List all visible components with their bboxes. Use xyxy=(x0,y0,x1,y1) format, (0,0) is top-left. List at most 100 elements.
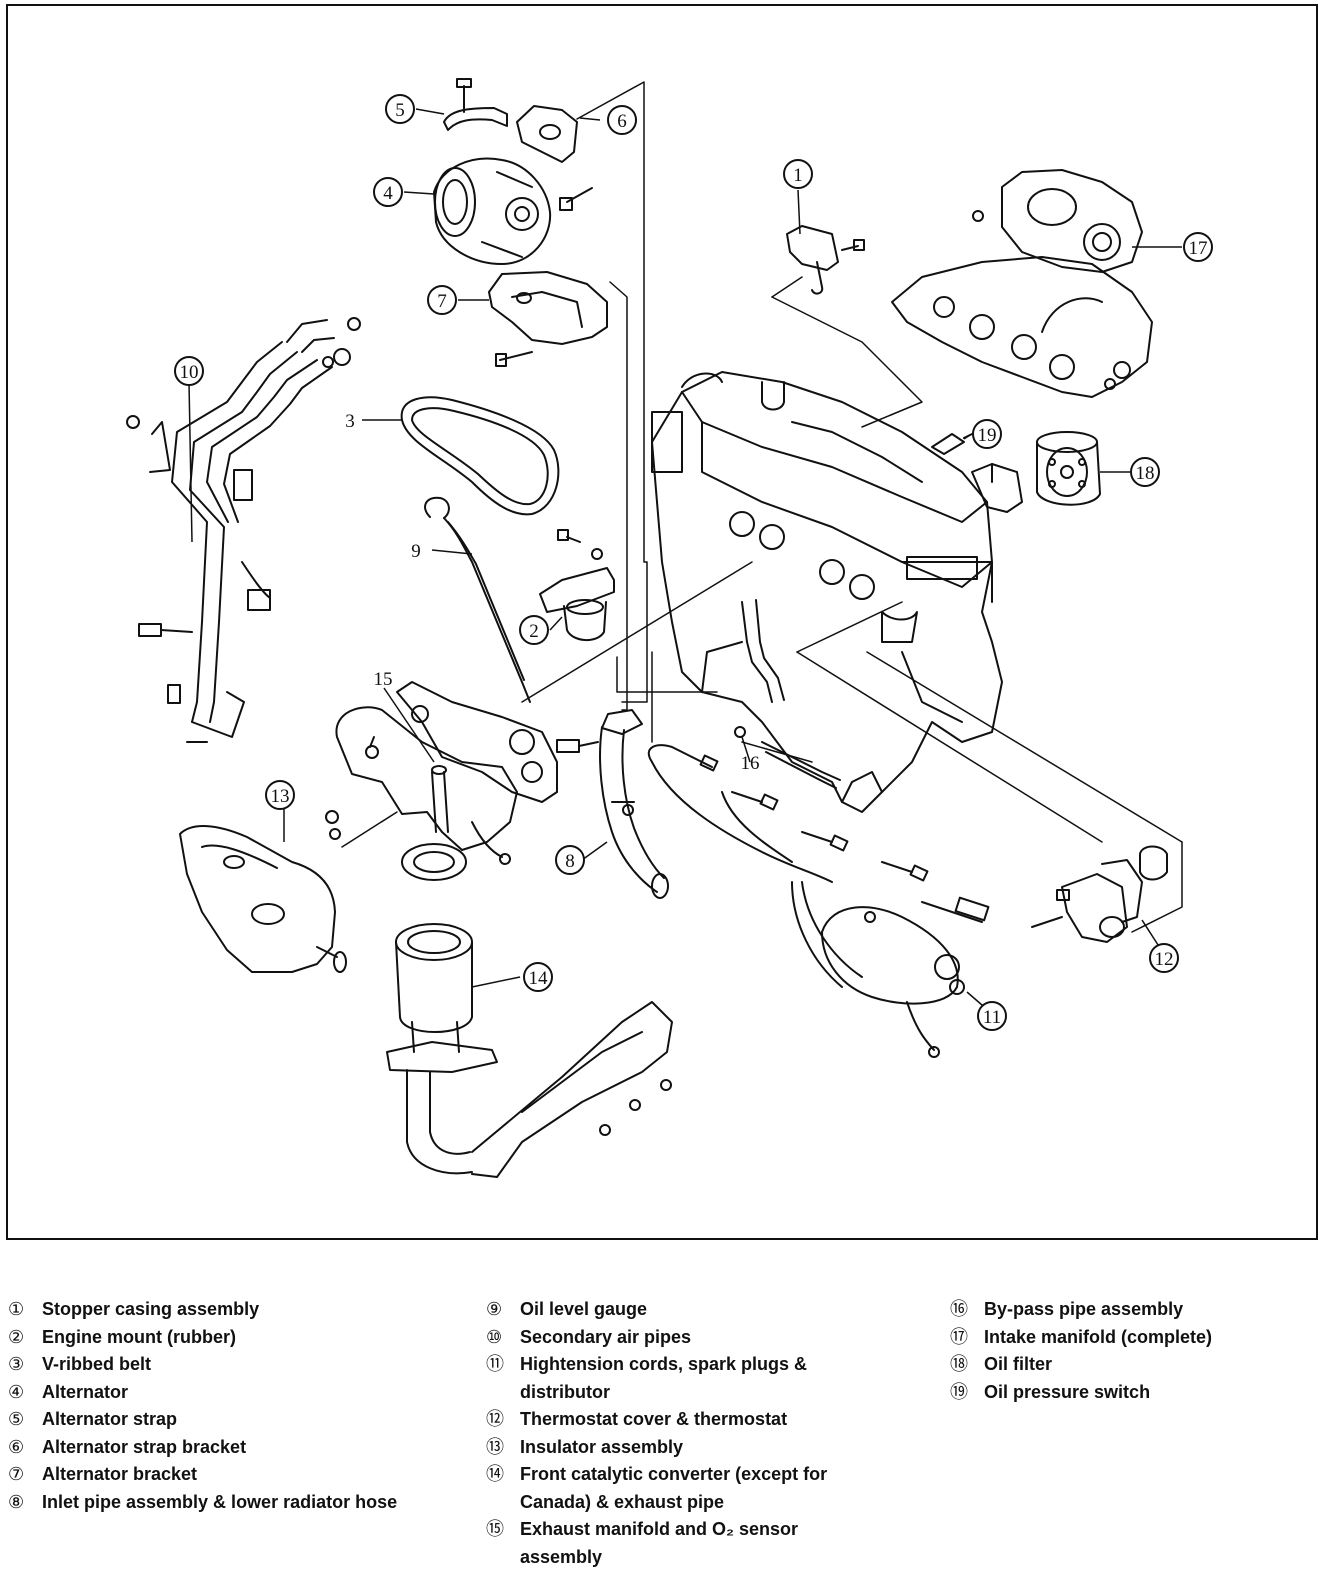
callout-number: 3 xyxy=(345,411,355,432)
callout-number: 15 xyxy=(374,669,393,690)
insulator-assembly xyxy=(179,825,347,973)
callout-11: 11 xyxy=(977,1001,1007,1031)
callout-number: 17 xyxy=(1189,238,1208,259)
legend-number: ⑧ xyxy=(8,1491,25,1512)
legend-number: ⑬ xyxy=(486,1436,504,1457)
callout-circle xyxy=(977,1001,1007,1031)
alternator-bracket xyxy=(488,271,608,367)
callout-circle xyxy=(265,780,295,810)
legend-number: ⑩ xyxy=(486,1326,503,1347)
callout-number: 11 xyxy=(983,1007,1001,1028)
legend-number: ② xyxy=(8,1326,25,1347)
callout-12: 12 xyxy=(1149,943,1179,973)
intake-manifold xyxy=(891,169,1153,398)
callout-4: 4 xyxy=(373,177,403,207)
callout-circle xyxy=(523,962,553,992)
callout-circle xyxy=(427,285,457,315)
legend-item: ⑰ Intake manifold (complete) xyxy=(950,1324,1320,1352)
callout-circle xyxy=(607,105,637,135)
oil-level-gauge xyxy=(424,496,531,703)
callout-number: 8 xyxy=(565,851,575,872)
callout-2: 2 xyxy=(519,615,549,645)
legend-label: Alternator xyxy=(42,1381,129,1402)
alternator-strap-bracket xyxy=(516,105,593,211)
callout-circle xyxy=(972,419,1002,449)
callout-3: 3 xyxy=(345,411,355,432)
callout-circle xyxy=(1149,943,1179,973)
alternator-strap xyxy=(443,78,508,131)
callout-13: 13 xyxy=(265,780,295,810)
callout-number: 13 xyxy=(271,786,290,807)
v-ribbed-belt xyxy=(400,396,560,516)
legend-number: ⑥ xyxy=(8,1436,25,1457)
by-pass-pipe xyxy=(734,599,841,789)
callout-circle xyxy=(1183,232,1213,262)
legend-number: ③ xyxy=(8,1354,25,1374)
legend-item: ⑥ Alternator strap bracket xyxy=(8,1434,408,1462)
callout-7: 7 xyxy=(427,285,457,315)
callout-circle xyxy=(174,356,204,386)
callout-number: 10 xyxy=(180,362,199,383)
guide-lines xyxy=(341,81,1183,933)
engine-water-outlet xyxy=(971,463,1023,513)
callout-15: 15 xyxy=(374,669,393,690)
callout-1: 1 xyxy=(783,159,813,189)
legend-number: ⑨ xyxy=(486,1299,503,1319)
legend-number: ⑪ xyxy=(486,1354,504,1374)
callout-9: 9 xyxy=(411,541,421,562)
callout-8: 8 xyxy=(555,845,585,875)
legend-label: Exhaust manifold and O₂ sensor assembly xyxy=(520,1519,799,1567)
legend-item: ④ Alternator xyxy=(8,1379,408,1407)
legend-item: ⑮ Exhaust manifold and O₂ sensor assembly xyxy=(486,1516,876,1571)
callout-circle xyxy=(373,177,403,207)
legend-label: Intake manifold (complete) xyxy=(984,1326,1213,1347)
callout-number: 4 xyxy=(383,183,393,204)
legend-number: ⑮ xyxy=(486,1519,504,1539)
callout-number: 14 xyxy=(529,968,549,989)
callout-10: 10 xyxy=(174,356,204,386)
legend-number: ⑰ xyxy=(950,1326,968,1347)
legend-item: ⑪ Hightension cords, spark plugs & distri… xyxy=(486,1351,876,1406)
callout-circle xyxy=(519,615,549,645)
callout-number: 5 xyxy=(395,100,405,121)
callout-19: 19 xyxy=(972,419,1002,449)
legend-item: ② Engine mount (rubber) xyxy=(8,1324,408,1352)
inlet-pipe-hose xyxy=(556,709,669,899)
callout-number: 7 xyxy=(437,291,447,312)
legend-label: By-pass pipe assembly xyxy=(984,1299,1184,1319)
callout-5: 5 xyxy=(385,94,415,124)
legend-label: Hightension cords, spark plugs & distrib… xyxy=(520,1354,808,1402)
legend-number: ④ xyxy=(8,1381,25,1402)
stopper-casing xyxy=(786,225,865,295)
alternator xyxy=(433,157,552,265)
legend-number: ⑱ xyxy=(950,1354,968,1374)
callout-number: 2 xyxy=(529,621,539,642)
legend-label: Alternator bracket xyxy=(42,1464,198,1484)
callout-6: 6 xyxy=(607,105,637,135)
callout-18: 18 xyxy=(1130,457,1160,487)
legend-number: ⑫ xyxy=(486,1409,504,1429)
callout-17: 17 xyxy=(1183,232,1213,262)
callout-number: 12 xyxy=(1155,949,1174,970)
legend-label: Oil pressure switch xyxy=(984,1381,1151,1402)
legend-label: Alternator strap xyxy=(42,1409,178,1429)
oil-filter xyxy=(1036,431,1101,506)
callout-number: 1 xyxy=(793,165,803,186)
callout-circle xyxy=(1130,457,1160,487)
exhaust-manifold xyxy=(325,681,558,881)
callout-16: 16 xyxy=(741,753,760,774)
legend-label: Alternator strap bracket xyxy=(42,1436,247,1457)
legend-label: Engine mount (rubber) xyxy=(42,1326,236,1347)
callout-number: 19 xyxy=(978,425,997,446)
legend-label: Thermostat cover & thermostat xyxy=(520,1409,788,1429)
distributor-cords xyxy=(647,744,990,1058)
